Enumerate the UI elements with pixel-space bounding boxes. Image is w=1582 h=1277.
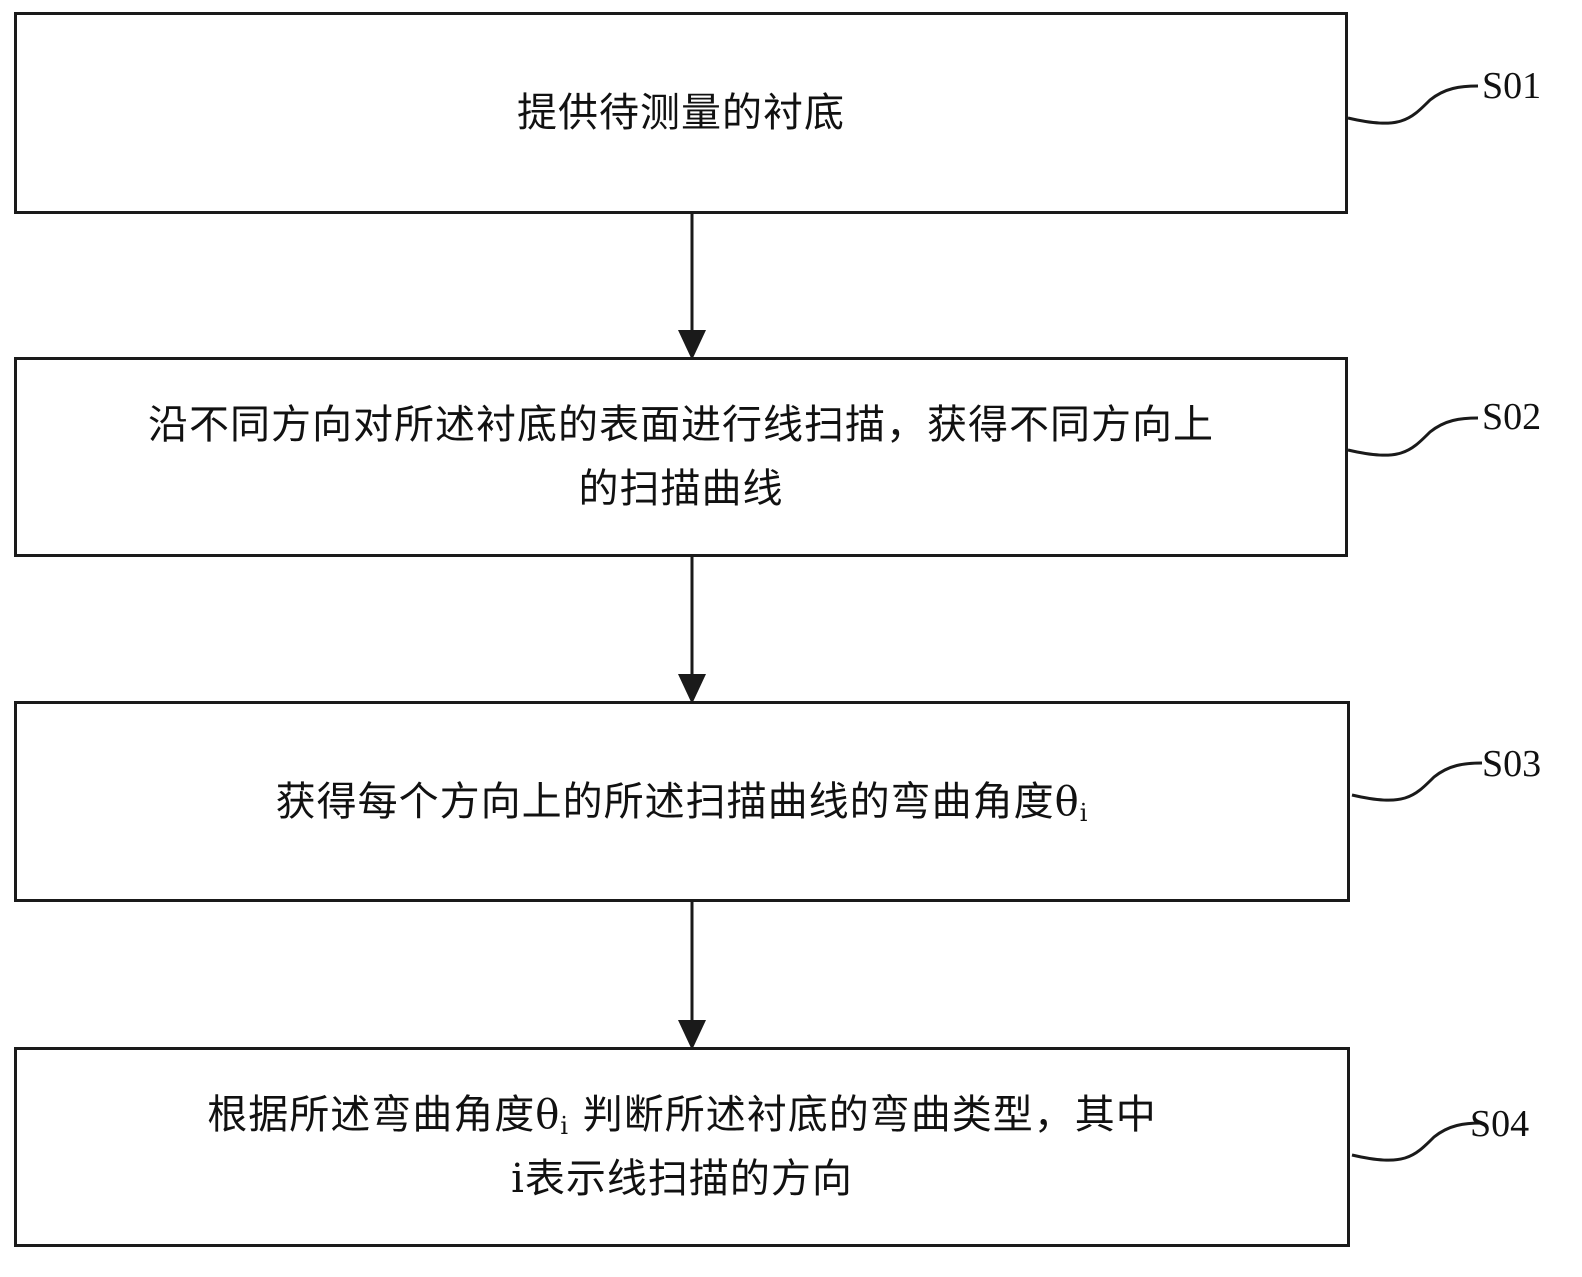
step-label-s02: S02 [1482, 396, 1542, 438]
step-s04-text-line-2: i表示线扫描的方向 [511, 1156, 853, 1202]
arrow-s02-to-s03 [678, 557, 706, 704]
arrow-s01-to-s02 [678, 214, 706, 360]
step-s02-text-line-2: 的扫描曲线 [578, 466, 784, 512]
step-s03-text: 获得每个方向上的所述扫描曲线的弯曲角度θi [276, 770, 1089, 834]
step-s04-text-rest: 判断所述衬底的弯曲类型，其中 [582, 1092, 1157, 1138]
step-label-s03: S03 [1482, 743, 1542, 785]
leader-s02 [1347, 416, 1479, 457]
step-box-s03: 获得每个方向上的所述扫描曲线的弯曲角度θi [14, 701, 1350, 902]
step-s03-theta-subscript: i [1079, 798, 1089, 827]
step-s02-text-line-1: 沿不同方向对所述衬底的表面进行线扫描，获得不同方向上 [148, 402, 1214, 448]
leader-s01 [1347, 84, 1479, 125]
step-s04-theta-subscript: i [560, 1112, 570, 1140]
step-s03-text-main: 获得每个方向上的所述扫描曲线的弯曲角度θ [275, 778, 1080, 825]
step-s01-text: 提供待测量的衬底 [517, 90, 845, 136]
arrow-s03-to-s04 [678, 902, 706, 1050]
leader-s04 [1351, 1121, 1483, 1162]
step-label-s01: S01 [1482, 65, 1542, 107]
step-box-s04: 根据所述弯曲角度θi 判断所述衬底的弯曲类型，其中 i表示线扫描的方向 [14, 1047, 1350, 1247]
step-box-s02: 沿不同方向对所述衬底的表面进行线扫描，获得不同方向上 的扫描曲线 [14, 357, 1348, 557]
step-label-s04: S04 [1470, 1103, 1530, 1145]
step-s04-text-main: 根据所述弯曲角度θ [207, 1092, 561, 1138]
step-s04-text-line-1: 根据所述弯曲角度θi 判断所述衬底的弯曲类型，其中 [207, 1083, 1157, 1147]
step-box-s01: 提供待测量的衬底 [14, 12, 1348, 214]
leader-s03 [1351, 761, 1483, 802]
